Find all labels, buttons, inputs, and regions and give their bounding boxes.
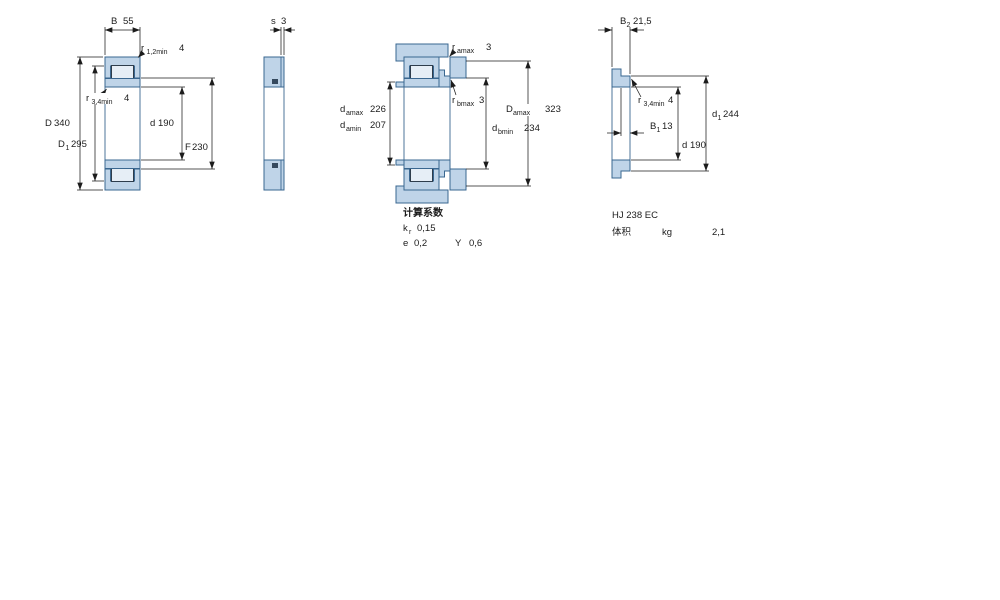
dim-B2-sub: 2 (627, 22, 631, 29)
dim-r12-label: r (141, 43, 144, 54)
dim-d1-value: 244 (723, 109, 739, 120)
factor-kr-label: k (403, 223, 408, 234)
view-main-bearing-section: B 55 r 1,2min 4 r 3,4min 4 D 340 D 1 295… (45, 16, 215, 191)
dim-dbmin-value: 234 (524, 123, 540, 134)
dim-Damax-value: 323 (545, 104, 561, 115)
dim-D1-label: D (58, 139, 65, 150)
dim-B1-label: B (650, 121, 656, 132)
dim-Damax-label: D (506, 104, 513, 115)
angle-ring-bottom-section (611, 159, 631, 179)
shaft-shoulder-top (395, 81, 405, 88)
roller-top-section (111, 65, 134, 79)
dim-r12-value: 4 (179, 43, 184, 54)
cage-section (272, 163, 278, 168)
dim-d-value: 190 (690, 140, 706, 151)
factor-e-value: 0,2 (414, 238, 427, 249)
dim-D1-value: 295 (71, 139, 87, 150)
factor-kr-value: 0,15 (417, 223, 436, 234)
dim-ra-sub: amax (457, 48, 475, 55)
dim-dbmin-sub: bmin (498, 129, 513, 136)
spacer-bottom-section (449, 168, 467, 191)
dim-D1-sub: 1 (66, 145, 70, 152)
mass-value: 2,1 (712, 227, 725, 238)
mass-label: 体积 (612, 226, 632, 238)
dim-d-value: 190 (158, 118, 174, 129)
dim-D-label: D (45, 118, 52, 129)
dim-B1-sub: 1 (657, 127, 661, 134)
dim-r12-sub: 1,2min (147, 49, 168, 56)
dim-damin-value: 207 (370, 120, 386, 131)
dim-rb-label: r (452, 95, 455, 106)
dim-rb-sub: bmax (457, 101, 475, 108)
dim-r34-sub: 3,4min (644, 101, 665, 108)
roller-bottom-section (410, 168, 433, 182)
dim-damax-sub: amax (346, 110, 364, 117)
dim-r34-sub: 3,4min (92, 99, 113, 106)
dim-F-value: 230 (192, 142, 208, 153)
dim-damax-value: 226 (370, 104, 386, 115)
inner-ring-bottom-section (104, 159, 141, 169)
dim-B1-value: 13 (662, 121, 673, 132)
dim-B2-value: 21,5 (633, 16, 652, 27)
dim-d1-label: d (712, 109, 717, 120)
dim-r34-label: r (638, 95, 641, 106)
leader-line-ra (449, 49, 457, 57)
cage-section (272, 79, 278, 84)
dim-ra-value: 3 (486, 42, 491, 53)
dim-B-value: 55 (123, 16, 134, 27)
dim-r34-value: 4 (668, 95, 673, 106)
leader-line-r34 (631, 78, 642, 98)
factor-e-label: e (403, 238, 408, 249)
inner-ring-top-section (403, 78, 440, 88)
dim-rb-value: 3 (479, 95, 484, 106)
view-loose-ring-section: s 3 (263, 16, 295, 191)
mass-unit: kg (662, 227, 672, 238)
dim-B2-label: B (620, 16, 626, 27)
dim-F-label: F (185, 142, 191, 153)
dim-ra-label: r (452, 42, 455, 53)
dim-d1-sub: 1 (718, 115, 722, 122)
roller-bottom-section (111, 168, 134, 182)
view-angle-ring-section: B 2 21,5 r 3,4min 4 B 1 13 d 1 244 d 190… (598, 16, 739, 238)
spacer-top-section (449, 56, 467, 79)
angle-ring-top-section (438, 69, 451, 88)
leader-line-rb (450, 79, 457, 96)
dim-D-value: 340 (54, 118, 70, 129)
dim-Damax-sub: amax (513, 110, 531, 117)
dim-damin-label: d (340, 120, 345, 131)
view-mounting-section: r amax 3 r bmax 3 d amax 226 d amin 207 … (340, 42, 567, 204)
dim-dbmin-label: d (492, 123, 497, 134)
dim-d-label: d (682, 140, 687, 151)
dim-r34-value: 4 (124, 93, 129, 104)
shaft-shoulder-bottom (395, 159, 405, 166)
dim-damax-label: d (340, 104, 345, 115)
dim-s-value: 3 (281, 16, 286, 27)
dim-r34-label: r (86, 93, 89, 104)
angle-ring-bottom-section (438, 159, 451, 178)
calc-heading: 计算系数 (403, 206, 444, 219)
inner-ring-bottom-section (403, 159, 440, 169)
dim-s-label: s (271, 16, 276, 27)
ring-top-section (263, 56, 285, 88)
angle-ring-top-section (611, 68, 631, 88)
dim-d-label: d (150, 118, 155, 129)
factor-Y-value: 0,6 (469, 238, 482, 249)
calculation-factors: 计算系数 k r 0,15 e 0,2 Y 0,6 (403, 206, 482, 249)
roller-top-section (410, 65, 433, 79)
leader-line-r12 (137, 50, 146, 58)
inner-ring-top-section (104, 78, 141, 88)
text-backing (503, 104, 567, 116)
text-backing (84, 93, 136, 104)
ring-bottom-section (263, 159, 285, 191)
factor-Y-label: Y (455, 238, 462, 249)
dim-B-label: B (111, 16, 117, 27)
ring-designation: HJ 238 EC (612, 210, 658, 221)
factor-kr-sub: r (409, 229, 412, 236)
dim-damin-sub: amin (346, 126, 361, 133)
